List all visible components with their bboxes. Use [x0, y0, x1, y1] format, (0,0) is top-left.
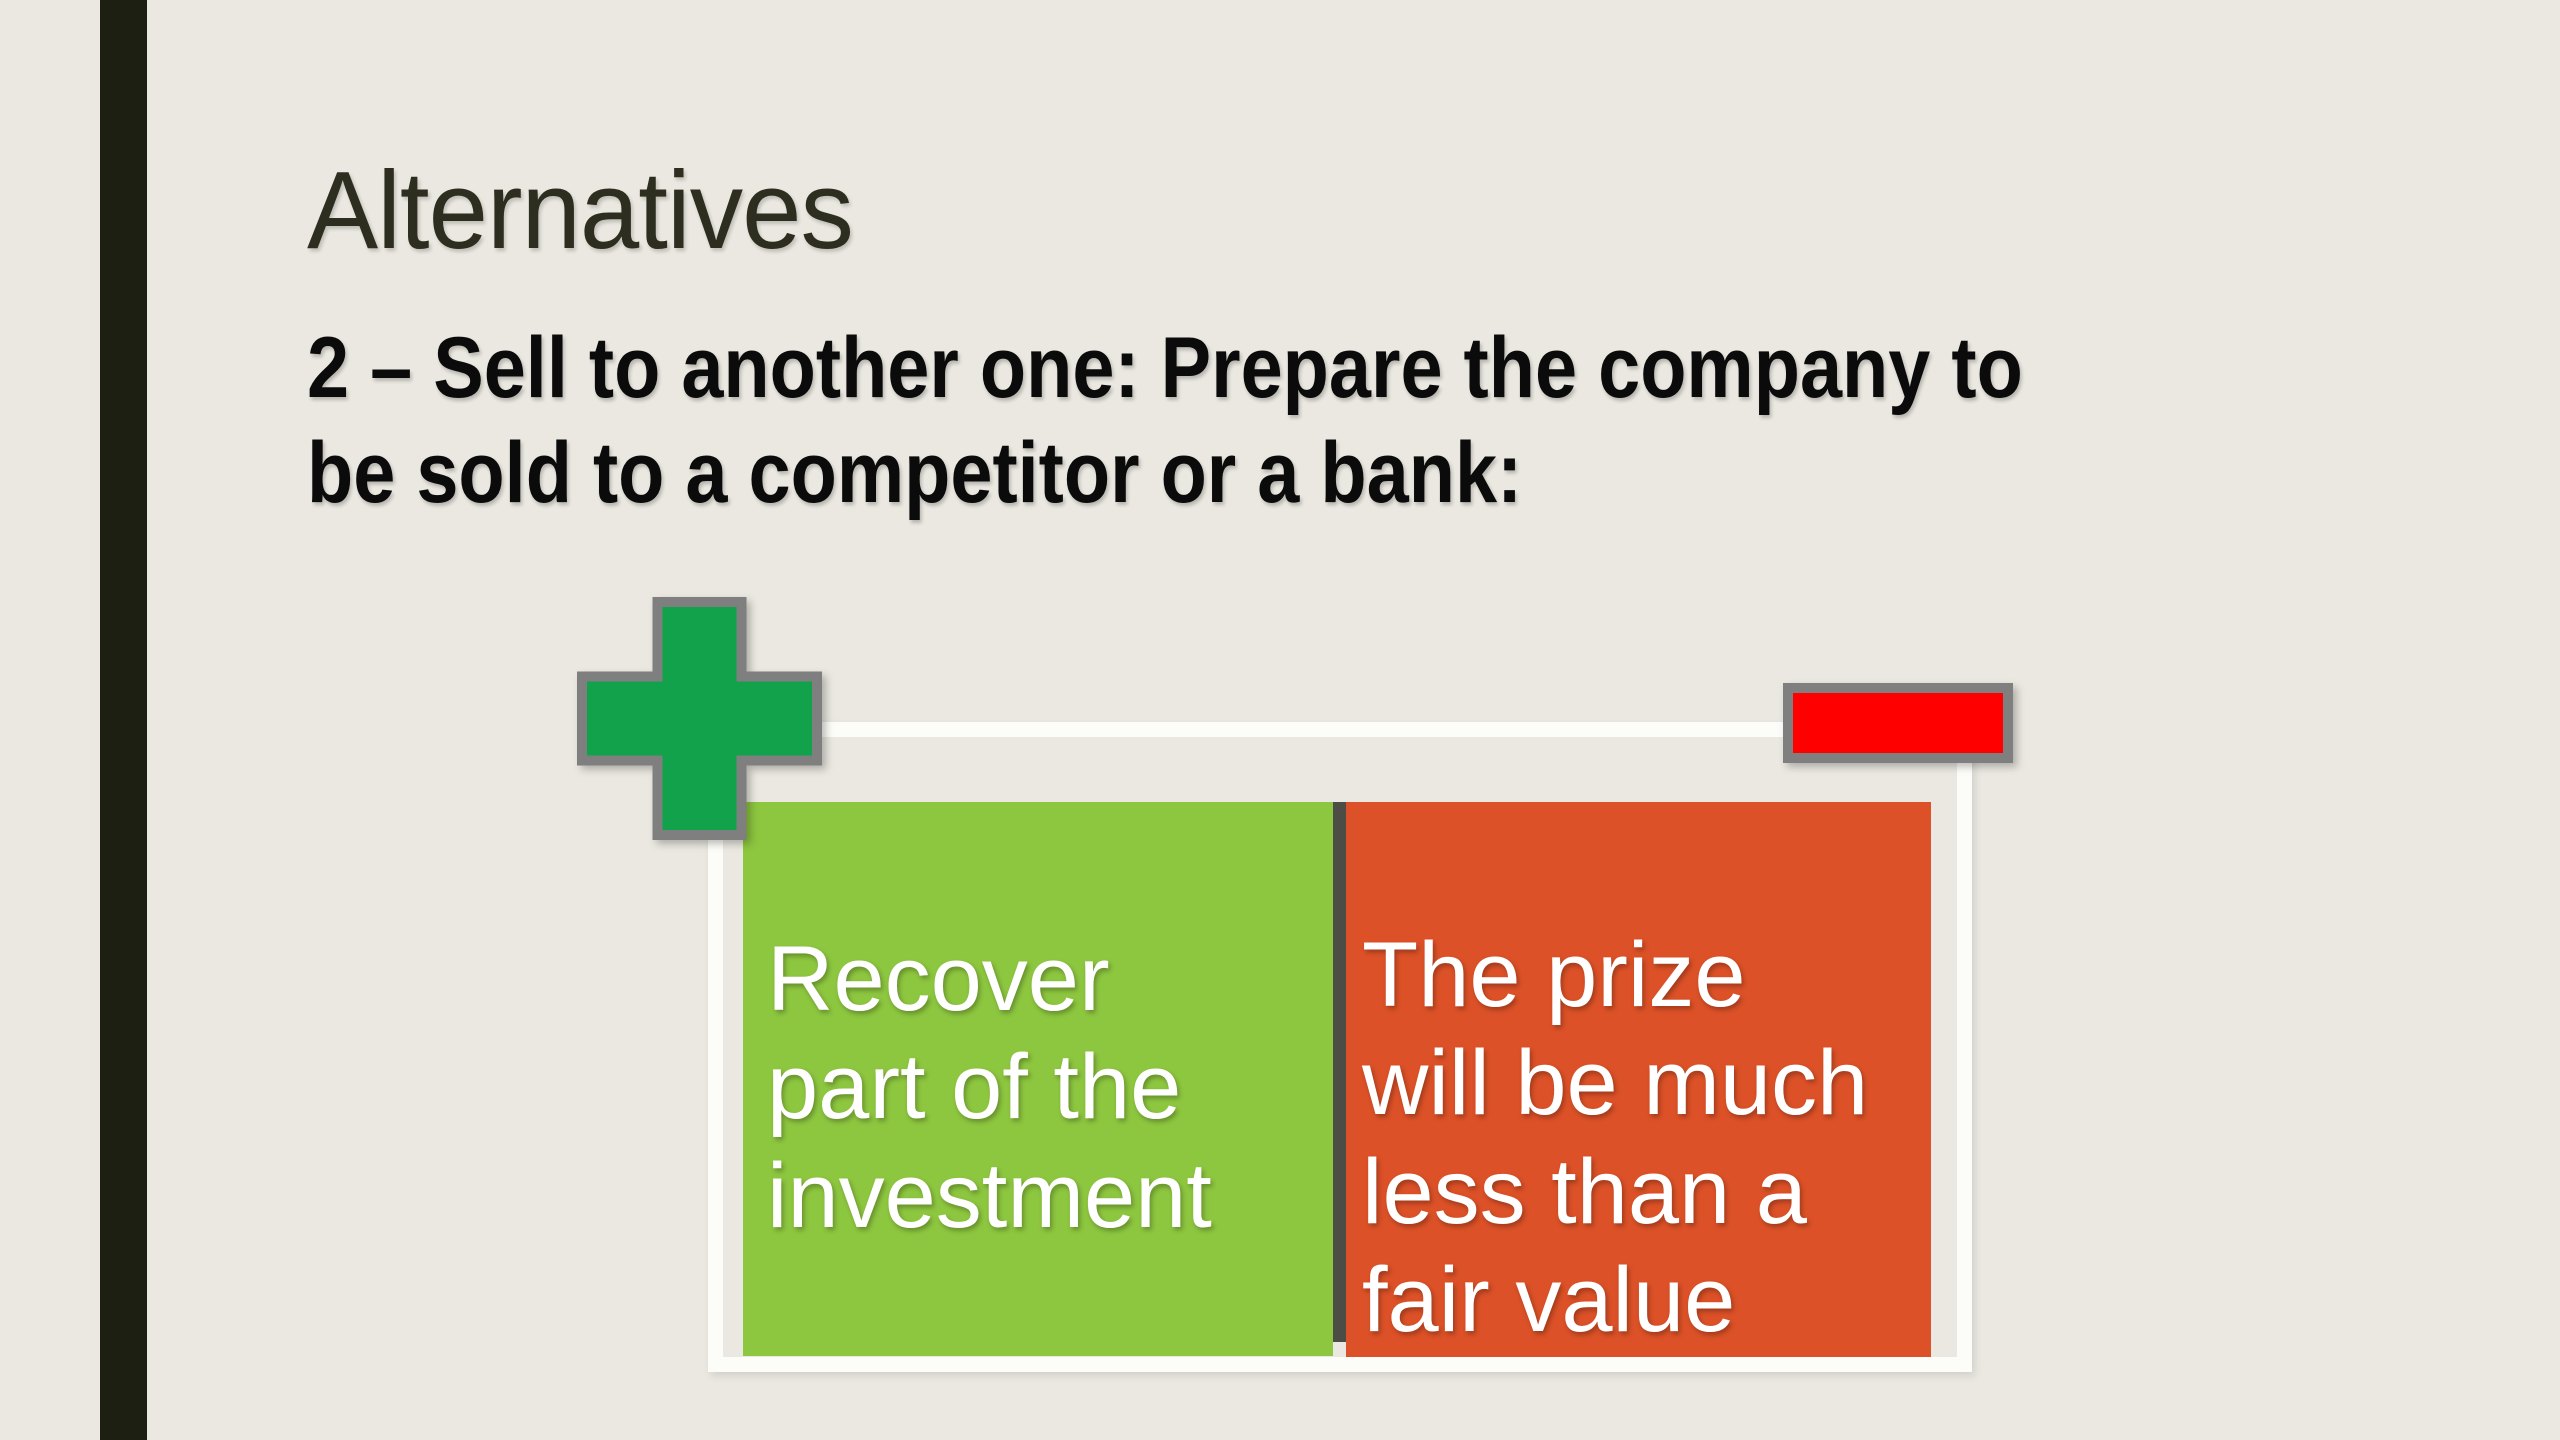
pros-text: Recover part of the investment: [767, 927, 1212, 1247]
cons-text: The prize will be much less than a fair …: [1362, 923, 1869, 1352]
cons-box: The prize will be much less than a fair …: [1346, 802, 1931, 1357]
left-accent-bar: [100, 0, 147, 1440]
plus-icon: [577, 597, 822, 840]
slide-title: Alternatives: [307, 149, 854, 272]
box-divider: [1333, 802, 1346, 1342]
pros-box: Recover part of the investment: [743, 802, 1333, 1356]
comparison-frame: [708, 722, 1972, 1372]
slide-subtitle: 2 – Sell to another one: Prepare the com…: [307, 320, 2023, 521]
minus-icon: [1783, 683, 2013, 763]
